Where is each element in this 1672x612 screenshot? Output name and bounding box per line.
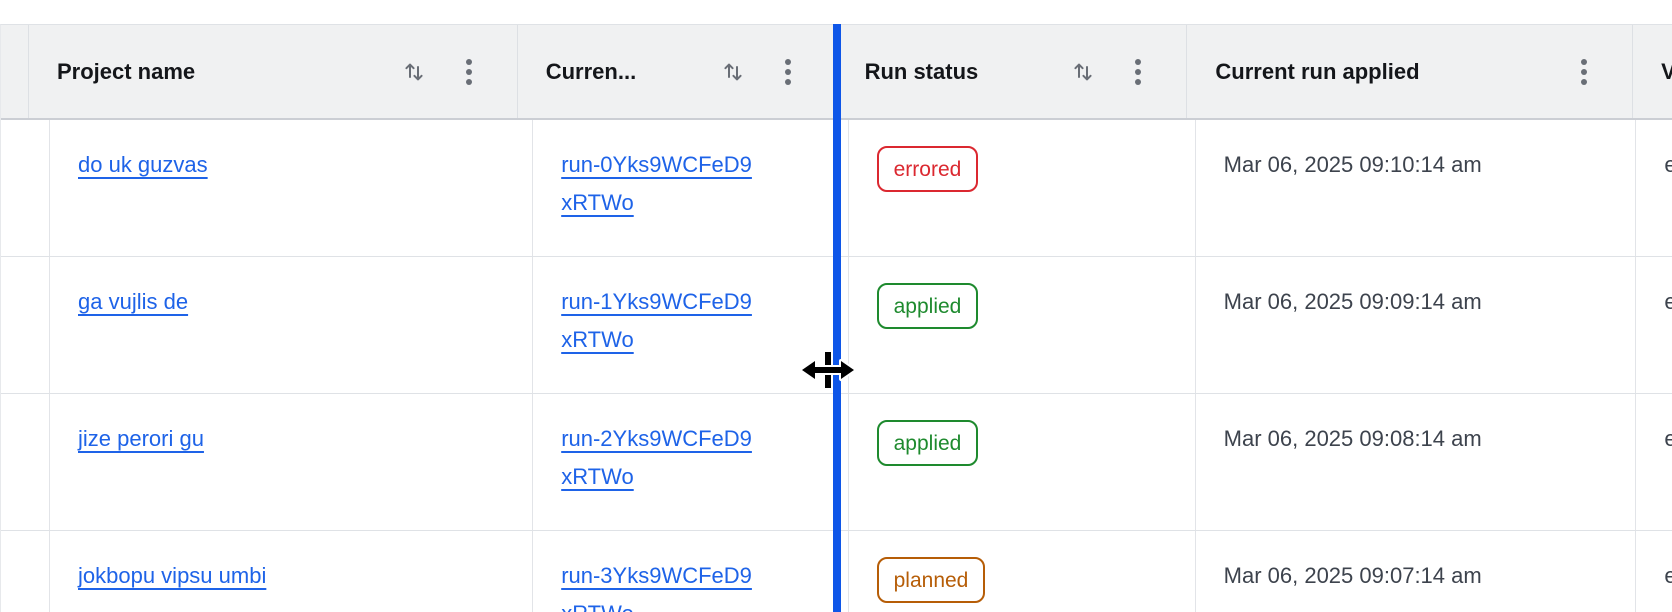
cell-current-run-applied: Mar 06, 2025 09:07:14 am: [1196, 531, 1637, 612]
run-applied-timestamp: Mar 06, 2025 09:07:14 am: [1223, 563, 1482, 588]
project-link[interactable]: do uk guzvas: [78, 152, 208, 177]
extra-cell-text: e: [1664, 152, 1672, 177]
column-header-extra: V: [1633, 25, 1672, 118]
extra-cell-text: e: [1664, 426, 1672, 451]
sort-button[interactable]: [403, 60, 425, 84]
column-label: Project name: [56, 58, 196, 84]
cell-current-run: run-3Yks9WCFeD9xRTWo: [533, 531, 849, 612]
run-applied-timestamp: Mar 06, 2025 09:09:14 am: [1223, 289, 1482, 314]
cell-run-status: errored: [849, 120, 1196, 256]
cell-current-run-applied: Mar 06, 2025 09:10:14 am: [1196, 120, 1637, 256]
column-header-current-run-applied: Current run applied: [1187, 25, 1634, 118]
column-header-run-status: Run status: [837, 25, 1188, 118]
run-link[interactable]: run-0Yks9WCFeD9xRTWo: [561, 152, 752, 215]
cell-run-status: planned: [849, 531, 1196, 612]
column-label: V: [1661, 58, 1672, 84]
cell-project-name: jokbopu vipsu umbi: [50, 531, 534, 612]
kebab-menu-icon: [465, 58, 472, 85]
column-header-project-name: Project name: [29, 25, 518, 118]
cell-run-status: applied: [849, 257, 1196, 393]
run-link[interactable]: run-3Yks9WCFeD9xRTWo: [561, 563, 752, 612]
column-header-current-run: Curren...: [518, 25, 837, 118]
kebab-menu-icon: [784, 58, 791, 85]
run-applied-timestamp: Mar 06, 2025 09:10:14 am: [1223, 152, 1482, 177]
cell-select: [1, 257, 50, 393]
extra-cell-text: e: [1664, 563, 1672, 588]
sort-arrows-icon: [723, 63, 742, 80]
sort-arrows-icon: [1074, 63, 1092, 80]
project-link[interactable]: ga vujlis de: [78, 289, 189, 314]
sort-button[interactable]: [1072, 60, 1094, 84]
extra-cell-text: e: [1664, 289, 1672, 314]
cell-project-name: jize perori gu: [50, 394, 534, 530]
status-badge: applied: [876, 283, 979, 329]
cell-current-run: run-2Yks9WCFeD9xRTWo: [533, 394, 849, 530]
cell-current-run-applied: Mar 06, 2025 09:09:14 am: [1196, 257, 1637, 393]
cell-select: [1, 394, 50, 530]
cell-select: [1, 120, 50, 256]
status-badge: errored: [876, 146, 979, 192]
cell-current-run: run-1Yks9WCFeD9xRTWo: [533, 257, 849, 393]
sort-button[interactable]: [722, 60, 744, 84]
run-link[interactable]: run-1Yks9WCFeD9xRTWo: [561, 289, 752, 352]
cell-project-name: ga vujlis de: [50, 257, 534, 393]
kebab-menu-icon: [1135, 58, 1142, 85]
sort-arrows-icon: [405, 63, 423, 80]
cell-extra: e: [1636, 531, 1672, 612]
column-label: Current run applied: [1215, 58, 1420, 84]
cell-project-name: do uk guzvas: [50, 120, 534, 256]
cell-run-status: applied: [849, 394, 1196, 530]
cell-select: [1, 531, 50, 612]
column-resize-indicator[interactable]: [833, 24, 841, 612]
cell-current-run: run-0Yks9WCFeD9xRTWo: [533, 120, 849, 256]
column-options-button[interactable]: [784, 58, 792, 86]
project-link[interactable]: jokbopu vipsu umbi: [78, 563, 267, 588]
column-options-button[interactable]: [465, 58, 473, 86]
cell-extra: e: [1636, 120, 1672, 256]
column-options-button[interactable]: [1580, 58, 1588, 86]
column-header-select: [1, 25, 29, 118]
kebab-menu-icon: [1581, 58, 1588, 85]
column-label: Run status: [864, 58, 979, 84]
status-badge: planned: [876, 557, 986, 603]
cell-extra: e: [1636, 394, 1672, 530]
column-options-button[interactable]: [1134, 58, 1142, 86]
status-badge: applied: [876, 420, 979, 466]
project-link[interactable]: jize perori gu: [78, 426, 204, 451]
run-applied-timestamp: Mar 06, 2025 09:08:14 am: [1223, 426, 1482, 451]
column-label: Curren...: [545, 58, 637, 84]
cell-extra: e: [1636, 257, 1672, 393]
run-link[interactable]: run-2Yks9WCFeD9xRTWo: [561, 426, 752, 489]
cell-current-run-applied: Mar 06, 2025 09:08:14 am: [1196, 394, 1637, 530]
